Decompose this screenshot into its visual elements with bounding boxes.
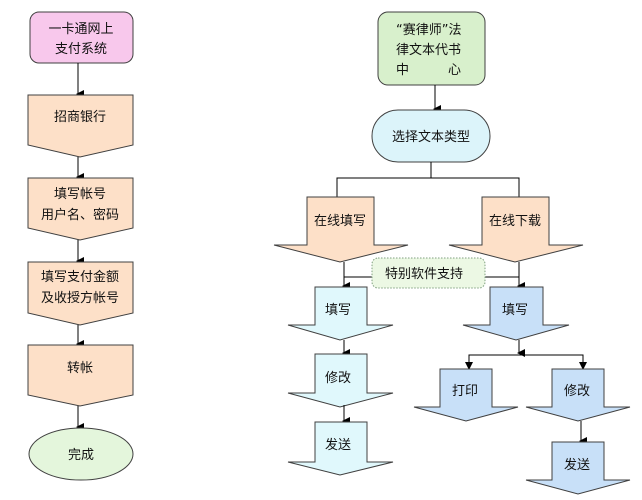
download-step-print (413, 368, 519, 422)
fill-step-modify-label: 修改 (325, 371, 351, 386)
branch-online-download-label: 在线下载 (489, 214, 541, 229)
left-flow: 一卡通网上 支付系统 招商银行 填写帐号 用户名、密码 填写支付金额 及收授方帐… (27, 11, 134, 481)
step-transfer (27, 344, 134, 407)
fill-branch-steps: 填写 修改 发送 (287, 286, 394, 476)
step-account-info-line-1: 填写帐号 (54, 187, 106, 202)
start-node-line-2: 支付系统 (55, 42, 107, 57)
end-node-label: 完成 (68, 448, 94, 463)
special-software-support-box (371, 257, 486, 289)
end-node-complete (28, 427, 134, 481)
step-payment-amount-line-2: 及收授方帐号 (41, 290, 119, 306)
step-account-info (27, 177, 134, 241)
fill-step-modify (287, 353, 394, 408)
fill-step-send (287, 421, 394, 476)
step-bank-label: 招商银行 (54, 110, 106, 125)
download-step-modify-label: 修改 (564, 384, 590, 399)
start-node-line-1: 一卡通网上 (48, 22, 113, 37)
download-step-modify (525, 368, 631, 422)
special-software-support-label: 特别软件支持 (385, 267, 463, 282)
start-node-legal-center (377, 11, 486, 86)
legal-center-line-2: 律文本代书 (396, 43, 461, 58)
legal-center-line-3: 中 心 (396, 63, 461, 78)
step-payment-amount (27, 261, 134, 326)
download-step-send (525, 441, 631, 495)
branch-connector (468, 354, 584, 368)
branch-online-fill (273, 196, 409, 263)
arrowhead (579, 362, 587, 370)
step-transfer-label: 转帐 (67, 361, 93, 376)
download-step-fill (462, 286, 570, 341)
download-branch-steps: 填写 打印 修改 发送 (413, 286, 631, 495)
fill-step-send-label: 发送 (325, 437, 351, 453)
step-bank (27, 94, 134, 158)
choose-text-type-label: 选择文本类型 (392, 130, 470, 145)
branch-online-download (448, 196, 584, 263)
branch-connector (336, 177, 520, 197)
right-flow: “赛律师”法 律文本代书 中 心 选择文本类型 在线填写 在线下载 特别软件支持… (273, 11, 631, 495)
start-node-payment-system (29, 11, 134, 64)
download-step-send-label: 发送 (564, 457, 590, 473)
download-step-fill-label: 填写 (502, 303, 528, 318)
fill-step-fill-label: 填写 (325, 303, 351, 318)
branch-online-fill-label: 在线填写 (314, 214, 366, 229)
step-payment-amount-line-1: 填写支付金额 (41, 269, 119, 285)
legal-center-line-1: “赛律师”法 (396, 22, 461, 38)
download-step-print-label: 打印 (452, 384, 478, 399)
arrowhead (465, 362, 473, 370)
fill-step-fill (287, 286, 394, 341)
step-account-info-line-2: 用户名、密码 (41, 207, 119, 223)
